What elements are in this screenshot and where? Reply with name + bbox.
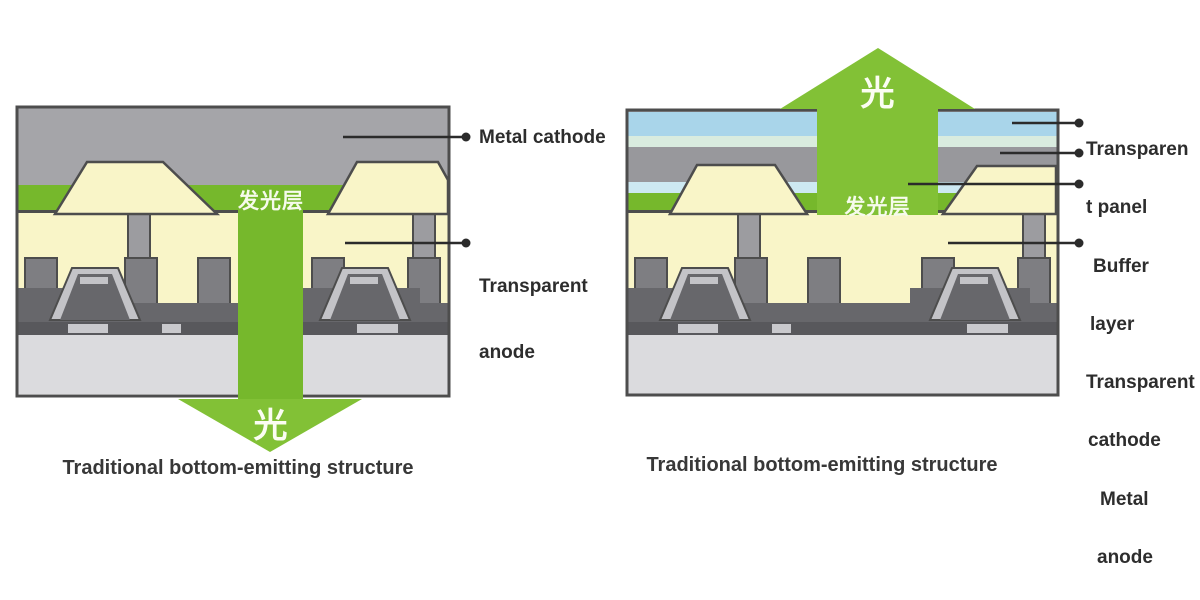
label-metal-cathode: Metal cathode: [479, 127, 606, 148]
label-buffer-layer-line2: layer: [1090, 313, 1135, 335]
right-light-arrow-up: [780, 48, 975, 215]
right-pixel-banks: [667, 163, 1058, 216]
right-caption: Traditional bottom-emitting structure: [646, 454, 998, 476]
label-metal-anode-line1: Metal: [1100, 488, 1149, 510]
label-metal-anode-line2: anode: [1097, 547, 1153, 569]
label-transparent-panel-line1: Transparen: [1086, 139, 1189, 160]
label-buffer-layer-line1: Buffer: [1093, 255, 1149, 277]
right-emissive-layer-label: 发光层: [844, 196, 911, 219]
left-oled-structure: [15, 105, 471, 452]
right-tft-backplane: [626, 209, 1060, 395]
label-transparent-cathode-line2: cathode: [1088, 430, 1161, 452]
left-label-connectors: [343, 132, 471, 248]
left-tft-backplane: [16, 209, 450, 395]
right-oled-structure: [625, 48, 1084, 397]
label-transparent-anode-line2: anode: [479, 342, 535, 364]
left-pixel-banks: [52, 160, 450, 216]
label-transparent-anode-line1: Transparent: [479, 276, 588, 297]
left-light-arrow-down: [178, 185, 362, 452]
right-layer-label-stack: Transparen t panel Buffer layer Transpar…: [1086, 103, 1195, 600]
right-light-glyph: 光: [860, 75, 895, 113]
left-box-border: [15, 105, 451, 398]
right-label-connectors: [908, 118, 1084, 248]
label-transparent-anode: Transparent anode: [479, 232, 588, 409]
left-emissive-layer-label: 发光层: [238, 190, 304, 213]
label-transparent-cathode-line1: Transparent: [1086, 372, 1195, 394]
left-caption: Traditional bottom-emitting structure: [62, 457, 414, 479]
left-light-glyph: 光: [253, 407, 288, 445]
label-transparent-panel-line2: t panel: [1086, 197, 1148, 219]
